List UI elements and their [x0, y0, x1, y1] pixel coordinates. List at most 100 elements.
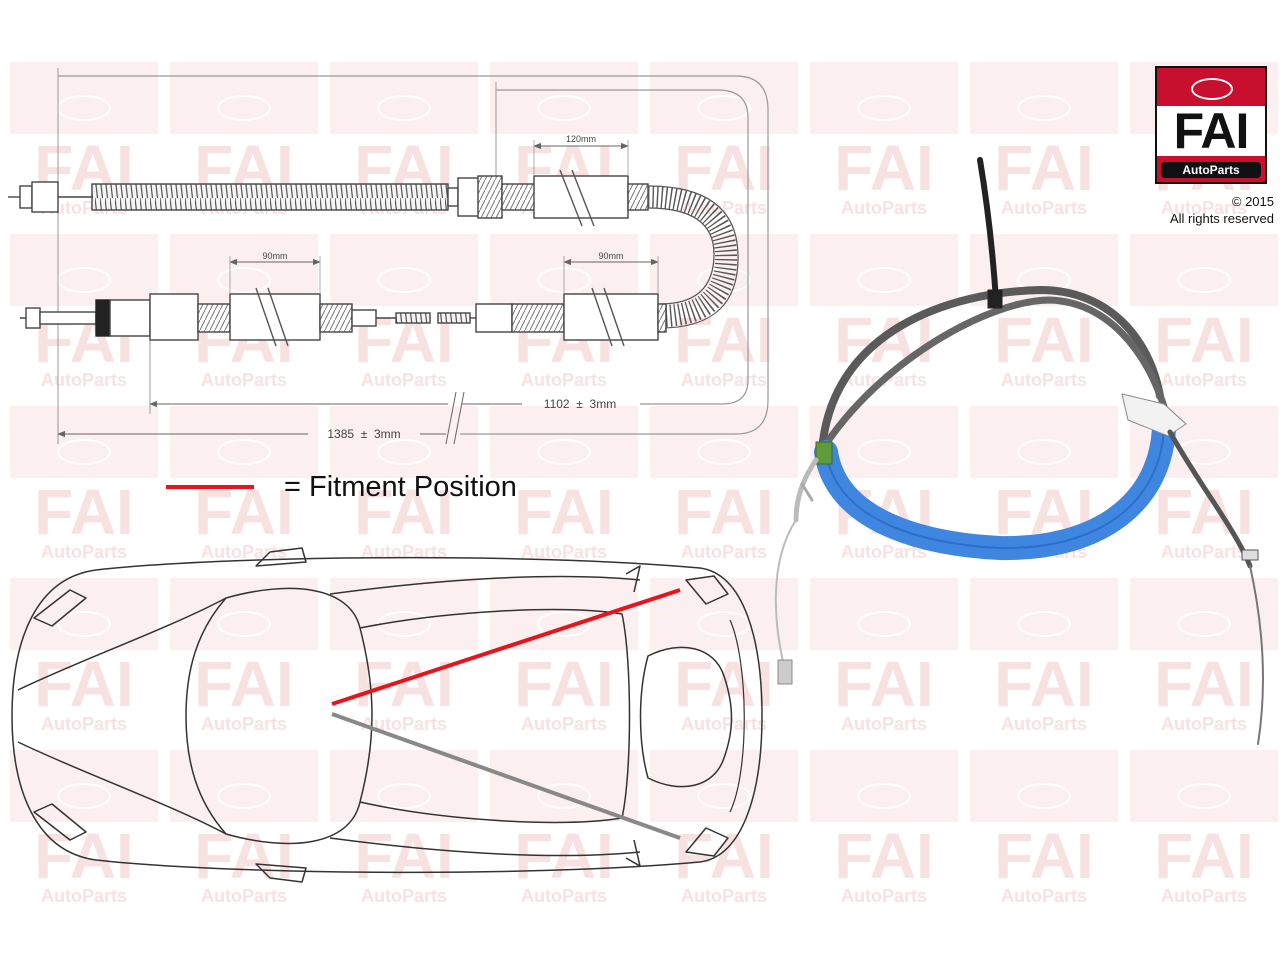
- watermark-main-text: FAI: [674, 648, 774, 720]
- watermark-main-text: FAI: [674, 820, 774, 892]
- watermark-main-text: FAI: [1154, 304, 1254, 376]
- watermark-main-text: FAI: [194, 820, 294, 892]
- watermark-main-text: FAI: [34, 476, 134, 548]
- watermark-main-text: FAI: [994, 304, 1094, 376]
- watermark-sub-text: AutoParts: [1001, 198, 1087, 218]
- watermark-sub-text: AutoParts: [41, 886, 127, 906]
- watermark-sub-text: AutoParts: [1161, 370, 1247, 390]
- cable-drawing: [8, 68, 769, 445]
- watermark-sub-text: AutoParts: [1161, 886, 1247, 906]
- watermark-main-text: FAI: [354, 476, 454, 548]
- watermark-main-text: FAI: [34, 820, 134, 892]
- fai-logo: FAI AutoParts: [1155, 66, 1267, 184]
- dimension-label-left: 90mm: [262, 251, 287, 261]
- watermark-main-text: FAI: [834, 132, 934, 204]
- watermark-sub-text: AutoParts: [841, 886, 927, 906]
- watermark-main-text: FAI: [834, 648, 934, 720]
- watermark-sub-text: AutoParts: [361, 714, 447, 734]
- watermark-main-text: FAI: [514, 648, 614, 720]
- watermark-main-text: FAI: [674, 304, 774, 376]
- watermark-sub-text: AutoParts: [521, 714, 607, 734]
- watermark-sub-text: AutoParts: [681, 542, 767, 562]
- watermark-sub-text: AutoParts: [41, 542, 127, 562]
- watermark-sub-text: AutoParts: [41, 714, 127, 734]
- logo-main-text: FAI: [1157, 106, 1265, 156]
- watermark-sub-text: AutoParts: [841, 542, 927, 562]
- watermark-sub-text: AutoParts: [201, 714, 287, 734]
- watermark-sub-text: AutoParts: [1001, 886, 1087, 906]
- fai-emblem-icon: [1191, 78, 1233, 100]
- watermark-sub-text: AutoParts: [1161, 198, 1247, 218]
- watermark-main-text: FAI: [514, 476, 614, 548]
- watermark-main-text: FAI: [354, 648, 454, 720]
- logo-sub-text: AutoParts: [1161, 162, 1261, 178]
- watermark-main-text: FAI: [194, 648, 294, 720]
- watermark-main-text: FAI: [994, 648, 1094, 720]
- watermark-sub-text: AutoParts: [681, 370, 767, 390]
- watermark-main-text: FAI: [1154, 820, 1254, 892]
- watermark-sub-text: AutoParts: [521, 370, 607, 390]
- watermark-sub-text: AutoParts: [1001, 714, 1087, 734]
- copyright-rights: All rights reserved: [1169, 211, 1274, 226]
- copyright-block: © 2015 All rights reserved: [1150, 193, 1274, 227]
- watermark-sub-text: AutoParts: [841, 198, 927, 218]
- watermark-main-text: FAI: [834, 820, 934, 892]
- watermark-sub-text: AutoParts: [681, 886, 767, 906]
- car-top-view: [11, 547, 763, 883]
- dimension-label-right: 90mm: [598, 251, 623, 261]
- cable-photo: [774, 157, 1265, 745]
- watermark-main-text: FAI: [1154, 648, 1254, 720]
- watermark-sub-text: AutoParts: [201, 370, 287, 390]
- fitment-position-line: [331, 588, 681, 706]
- dimension-label-overall: 1385 ± 3mm: [327, 427, 400, 441]
- watermark-main-text: FAI: [994, 820, 1094, 892]
- copyright-year: © 2015: [1231, 194, 1274, 209]
- watermark-sub-text: AutoParts: [1161, 714, 1247, 734]
- secondary-cable-line: [331, 712, 681, 840]
- watermark-main-text: FAI: [354, 820, 454, 892]
- watermark-sub-text: AutoParts: [361, 542, 447, 562]
- watermark-sub-text: AutoParts: [41, 370, 127, 390]
- fitment-legend-label: = Fitment Position: [284, 471, 517, 503]
- watermark-sub-text: AutoParts: [1161, 542, 1247, 562]
- watermark-sub-text: AutoParts: [681, 714, 767, 734]
- watermark-sub-text: AutoParts: [201, 886, 287, 906]
- watermark-sub-text: AutoParts: [841, 714, 927, 734]
- dimension-label-inner: 1102 ± 3mm: [544, 397, 616, 411]
- watermark-sub-text: AutoParts: [1001, 370, 1087, 390]
- watermark-sub-text: AutoParts: [361, 370, 447, 390]
- watermark-main-text: FAI: [674, 476, 774, 548]
- watermark-main-text: FAI: [674, 132, 774, 204]
- watermark-main-text: FAI: [994, 132, 1094, 204]
- watermark-sub-text: AutoParts: [521, 542, 607, 562]
- watermark-sub-text: AutoParts: [521, 886, 607, 906]
- watermark-main-text: FAI: [34, 648, 134, 720]
- dimension-label-top: 120mm: [566, 134, 596, 144]
